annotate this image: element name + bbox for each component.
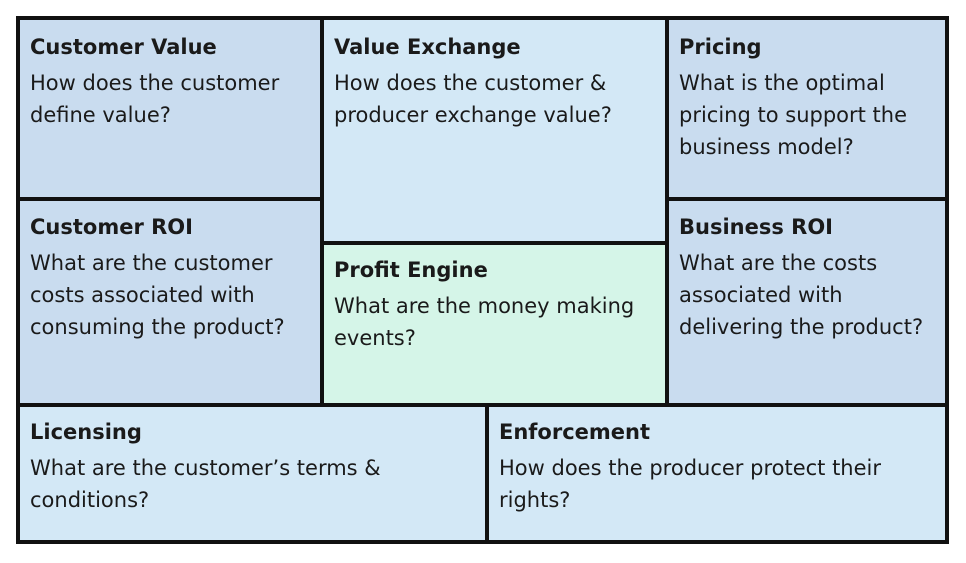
licensing-block: Licensing What are the customer’s terms … <box>16 403 489 544</box>
value-exchange-question: How does the customer & producer exchang… <box>334 71 612 127</box>
customer-value-title: Customer Value <box>30 35 217 59</box>
value-exchange-title: Value Exchange <box>334 35 521 59</box>
customer-roi-title: Customer ROI <box>30 215 193 239</box>
profit-engine-title: Profit Engine <box>334 258 488 282</box>
customer-roi-block: Customer ROI What are the customer costs… <box>16 197 324 407</box>
customer-value-block: Customer Value How does the customer def… <box>16 16 324 201</box>
enforcement-question: How does the producer protect their righ… <box>499 456 881 512</box>
business-roi-question: What are the costs associated with deliv… <box>679 251 924 339</box>
customer-roi-question: What are the customer costs associated w… <box>30 251 285 339</box>
profit-engine-block: Profit Engine What are the money making … <box>320 241 669 407</box>
pricing-question: What is the optimal pricing to support t… <box>679 71 908 159</box>
business-roi-block: Business ROI What are the costs associat… <box>665 197 949 407</box>
licensing-question: What are the customer’s terms & conditio… <box>30 456 381 512</box>
value-exchange-block: Value Exchange How does the customer & p… <box>320 16 669 245</box>
profit-engine-question: What are the money making events? <box>334 294 635 350</box>
pricing-title: Pricing <box>679 35 762 59</box>
customer-value-question: How does the customer define value? <box>30 71 280 127</box>
pricing-block: Pricing What is the optimal pricing to s… <box>665 16 949 201</box>
business-roi-title: Business ROI <box>679 215 833 239</box>
enforcement-title: Enforcement <box>499 420 651 444</box>
licensing-title: Licensing <box>30 420 142 444</box>
enforcement-block: Enforcement How does the producer protec… <box>485 403 949 544</box>
